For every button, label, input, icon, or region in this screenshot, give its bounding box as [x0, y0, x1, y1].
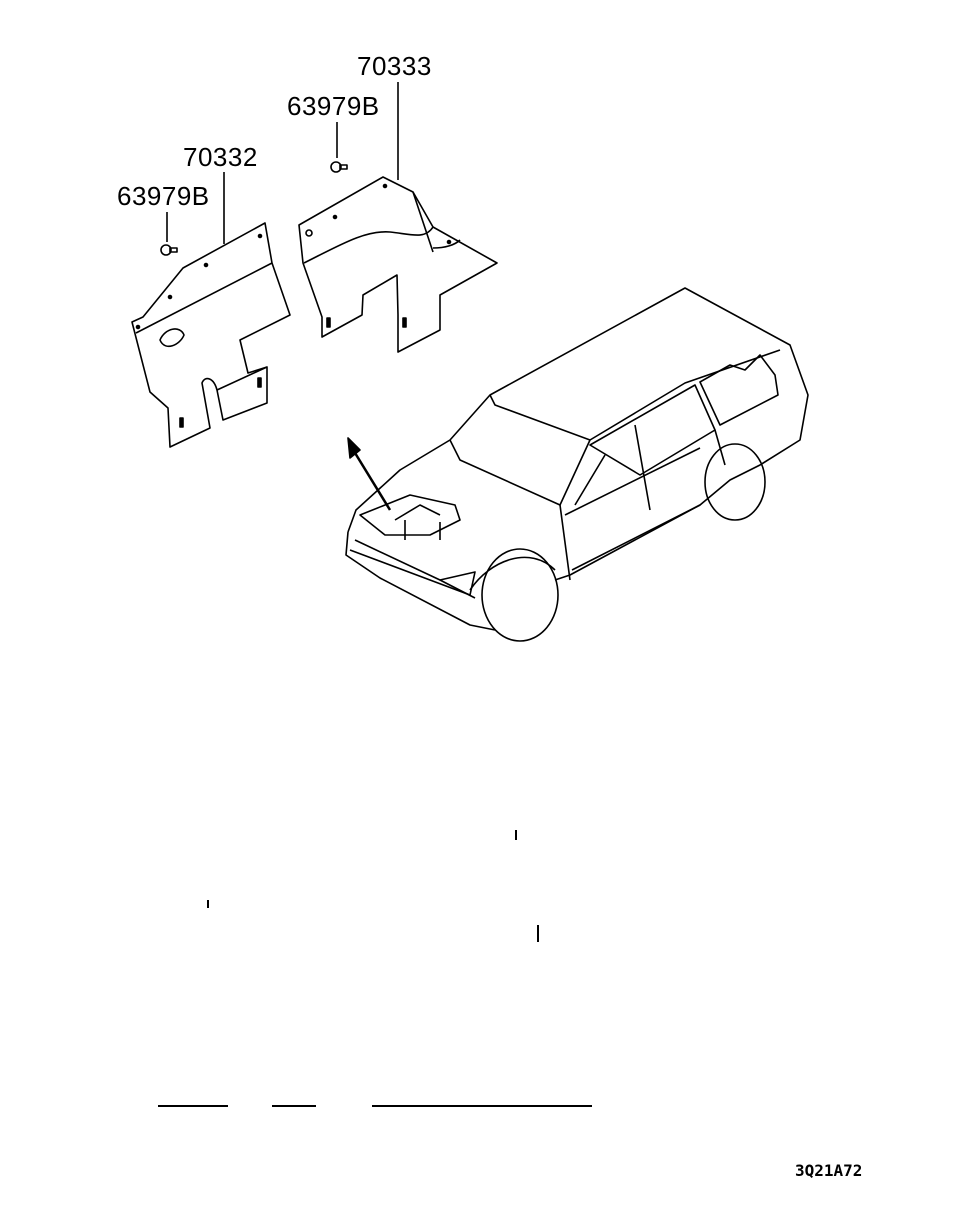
- part-number-clip-right: 63979B: [287, 91, 380, 121]
- part-number-70332: 70332: [183, 142, 258, 172]
- scan-artifacts: [158, 830, 592, 1107]
- part-number-clip-left: 63979B: [117, 181, 210, 211]
- part-number-70333: 70333: [357, 51, 432, 81]
- clip-icon-right: [330, 161, 348, 173]
- diagram-code: 3Q21A72: [795, 1161, 863, 1180]
- splash-shield-70333: [298, 176, 498, 353]
- vehicle-illustration: [345, 287, 809, 642]
- clip-icon-left: [160, 244, 178, 256]
- splash-shield-70332: [131, 222, 291, 448]
